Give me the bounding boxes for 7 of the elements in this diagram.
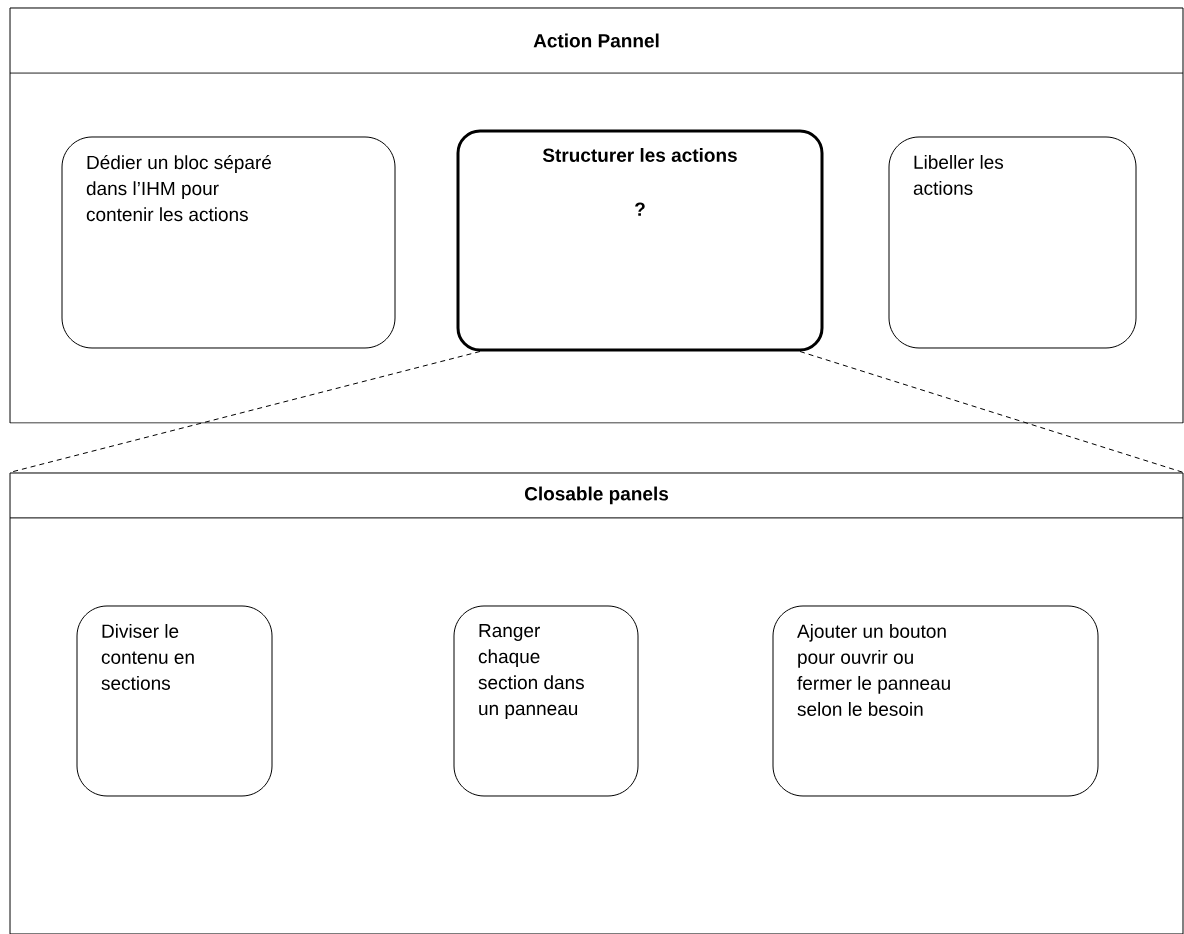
rounded-box: Dédier un bloc séparé dans l’IHM pour contenir les actions <box>61 136 396 349</box>
dashed-line <box>799 351 1184 473</box>
rounded-box: Diviser le contenu en sections <box>76 605 273 797</box>
rounded-box: Ranger chaque section dans un panneau <box>453 605 639 797</box>
rounded-box: Libeller les actions <box>888 136 1137 349</box>
rounded-box: Structurer les actions ? <box>456 129 824 352</box>
rounded-box: Ajouter un bouton pour ouvrir ou fermer le panneau selon le besoin <box>772 605 1099 797</box>
